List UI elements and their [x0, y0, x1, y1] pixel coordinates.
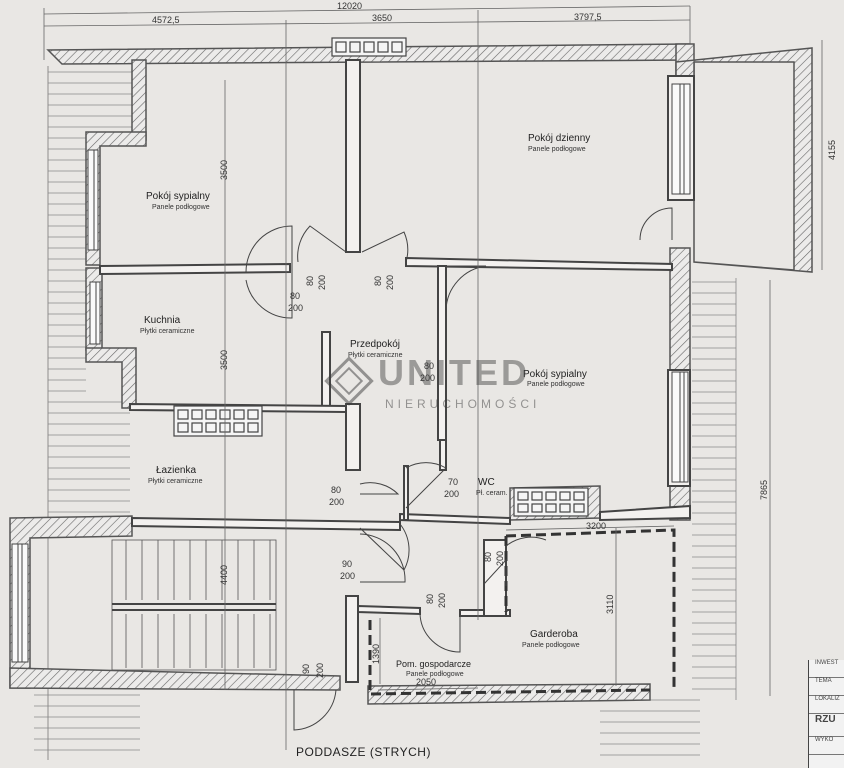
room-bedroom-1-name: Pokój sypialny — [146, 191, 210, 202]
dim-mid-width: 3650 — [372, 13, 393, 23]
watermark-brand: UNITED — [378, 352, 530, 393]
door-6-width: 70 — [448, 477, 459, 487]
dim-right-side: 4155 — [827, 139, 837, 160]
chimney-flue — [531, 503, 543, 513]
chimney-flue — [349, 41, 361, 53]
chimney-flue — [191, 422, 203, 433]
room-bathroom-floor: Płytki ceramiczne — [148, 478, 203, 485]
dim-total-width: 12020 — [337, 1, 363, 11]
room-wc-name: WC — [478, 477, 495, 488]
door-2-width: 80 — [373, 275, 383, 286]
room-utility-floor: Panele podłogowe — [406, 671, 464, 678]
dim-left-width: 4572,5 — [152, 15, 180, 25]
chimney-flue — [531, 491, 543, 501]
door-9-height: 200 — [495, 550, 505, 566]
chimney-bathroom — [173, 405, 263, 437]
door-8-width: 80 — [425, 593, 435, 604]
title-block-row: INWEST — [809, 660, 844, 678]
chimney-flue — [335, 41, 347, 53]
dim-right-height: 7865 — [759, 479, 769, 500]
chimney-flue — [517, 503, 529, 513]
chimney-flue — [391, 41, 403, 53]
chimney-flue — [205, 422, 217, 433]
room-hall-name: Przedpokój — [350, 339, 401, 350]
door-4-width: 80 — [424, 361, 435, 371]
chimney-flue — [573, 503, 585, 513]
door-swings — [245, 207, 673, 731]
chimney-flue — [177, 422, 189, 433]
watermark-subtitle: NIERUCHOMOŚCI — [385, 397, 541, 411]
room-bedroom-2-floor: Panele podłogowe — [527, 381, 585, 388]
chimney-flue — [559, 503, 571, 513]
door-7-height: 200 — [340, 571, 356, 581]
dim-wardrobe-width: 3200 — [586, 521, 607, 531]
chimney-flue — [247, 409, 259, 420]
chimney-flue — [233, 422, 245, 433]
door-10-width: 90 — [301, 663, 311, 674]
dim-bedroom-height: 3500 — [219, 159, 229, 180]
door-8-height: 200 — [437, 592, 447, 608]
title-block-row: LOKALIZ — [809, 696, 844, 714]
chimney-wc — [513, 487, 589, 517]
chimney-flue — [377, 41, 389, 53]
dim-right-width: 3797,5 — [574, 12, 602, 22]
door-7-width: 90 — [342, 559, 353, 569]
room-utility-name: Pom. gospodarcze — [396, 659, 472, 669]
door-5-height: 200 — [329, 497, 345, 507]
door-3-width: 80 — [290, 291, 301, 301]
watermark-logo — [324, 356, 374, 406]
dimension-lines — [43, 5, 823, 750]
chimney-flue — [191, 409, 203, 420]
room-bedroom-2-name: Pokój sypialny — [523, 369, 587, 380]
dim-utility-height: 1390 — [371, 643, 381, 664]
door-5-width: 80 — [331, 485, 342, 495]
room-bathroom-name: Łazienka — [156, 465, 197, 476]
chimney-flue — [205, 409, 217, 420]
chimney-flue — [233, 409, 245, 420]
title-block-row: RZU — [809, 714, 844, 737]
door-1-height: 200 — [317, 274, 327, 290]
room-kitchen-name: Kuchnia — [144, 315, 181, 326]
chimney-top — [331, 37, 407, 57]
door-4-height: 200 — [420, 373, 436, 383]
room-hall-floor: Płytki ceramiczne — [348, 352, 403, 359]
title-block-row: WYKO — [809, 737, 844, 755]
chimney-flue — [177, 409, 189, 420]
chimney-flue — [517, 491, 529, 501]
room-wc-floor: Pł. ceram. — [476, 490, 508, 497]
room-bedroom-1-floor: Panele podłogowe — [152, 204, 210, 211]
door-2-height: 200 — [385, 274, 395, 290]
dim-utility-width: 2050 — [416, 677, 437, 687]
chimney-flue — [545, 491, 557, 501]
title-block: INWEST TEMA LOKALIZ RZU WYKO — [808, 660, 844, 768]
chimney-flue — [545, 503, 557, 513]
door-10-height: 200 — [315, 662, 325, 678]
chimney-flue — [247, 422, 259, 433]
chimney-block — [173, 405, 263, 437]
windows — [11, 83, 691, 663]
room-living-name: Pokój dzienny — [528, 133, 591, 144]
door-9-width: 80 — [483, 551, 493, 562]
attic-label: PODDASZE (STRYCH) — [296, 745, 431, 759]
dim-stair-height: 4400 — [219, 564, 229, 585]
chimney-flue — [363, 41, 375, 53]
dim-kitchen-height: 3500 — [219, 349, 229, 370]
title-block-row: TEMA — [809, 678, 844, 696]
room-kitchen-floor: Płytki ceramiczne — [140, 328, 195, 335]
staircase — [111, 539, 277, 671]
chimney-flue — [559, 491, 571, 501]
door-6-height: 200 — [444, 489, 460, 499]
door-1-width: 80 — [305, 275, 315, 286]
door-3-height: 200 — [288, 303, 304, 313]
chimney-flue — [573, 491, 585, 501]
room-wardrobe-floor: Panele podłogowe — [522, 642, 580, 649]
dim-wardrobe-height: 3110 — [605, 594, 615, 614]
room-living-floor: Panele podłogowe — [528, 146, 586, 153]
room-wardrobe-name: Garderoba — [530, 629, 578, 640]
